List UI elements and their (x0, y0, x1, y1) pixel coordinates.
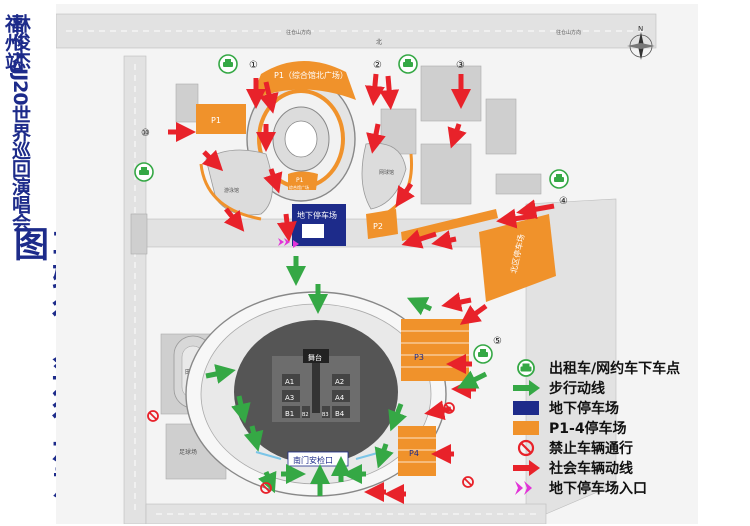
stage-label: 舞台 (308, 353, 322, 362)
legend-item-underground: 地下停车场 (509, 398, 739, 418)
taxi-icon (134, 162, 154, 182)
page-subtitle: 福州站 (2, 14, 24, 71)
map-legend: 出租车/网约车下车点 步行动线 地下停车场 P1-4停车场 (509, 358, 739, 498)
no-entry-icon (462, 476, 474, 488)
p1-west-label: P1 (211, 116, 221, 125)
p1-west-parking: P1 (196, 104, 246, 134)
road-label-top-right: 往仓山方向 (556, 29, 581, 36)
zone-b2: B2 (302, 412, 309, 418)
car-routes (168, 73, 555, 504)
entrance-chevrons (278, 238, 290, 246)
p3-parking: P3 (401, 319, 469, 381)
green-arrow-icon (513, 380, 540, 396)
legend-label-walk: 步行动线 (549, 381, 605, 397)
no-entry-signs (147, 402, 474, 494)
zone-b3: B3 (322, 412, 329, 418)
p2-label: P2 (373, 222, 383, 231)
route-number-2: ② (373, 60, 382, 71)
underground-entrance-marker (293, 240, 299, 248)
legend-item-noentry: 禁止车辆通行 (509, 438, 739, 458)
venue-tennis-label: 网球馆 (379, 169, 394, 176)
legend-item-parking: P1-4停车场 (509, 418, 739, 438)
east-parking: 北区停车场 (479, 214, 556, 302)
legend-label-car: 社会车辆动线 (549, 461, 633, 477)
blue-rect-icon (513, 401, 539, 415)
venue-map: 往仓山方向 往仓山方向 N 田径场 足球场 (56, 4, 698, 524)
zone-a2: A2 (335, 378, 344, 386)
legend-label-taxi: 出租车/网约车下车点 (549, 361, 681, 377)
legend-label-entrance: 地下停车场入口 (549, 481, 647, 497)
no-entry-icon (443, 402, 455, 414)
route-number-4: ④ (559, 196, 568, 207)
stage: 舞台 (303, 349, 329, 363)
p4-label: P4 (409, 449, 419, 458)
legend-item-entrance: 地下停车场入口 (509, 478, 739, 498)
road-label-top: 往仓山方向 (286, 29, 311, 36)
p4-parking: P4 (398, 426, 436, 476)
magenta-chevron-icon (515, 481, 532, 495)
north-label: N (638, 25, 643, 33)
venue-swim-label: 游泳馆 (224, 187, 239, 194)
road-markings (66, 30, 646, 515)
zone-a1: A1 (285, 378, 294, 386)
zone-a4: A4 (335, 394, 345, 402)
route-number-3: ③ (456, 60, 465, 71)
legend-label-noentry: 禁止车辆通行 (549, 441, 633, 457)
legend-item-car: 社会车辆动线 (509, 458, 739, 478)
route-number-5: ⑤ (493, 336, 502, 347)
taxi-icon (218, 54, 238, 74)
legend-item-taxi: 出租车/网约车下车点 (509, 358, 739, 378)
venue-football-label: 足球场 (179, 448, 197, 456)
p3-label: P3 (414, 353, 424, 362)
route-number-10: ⑩ (141, 128, 150, 139)
p1-north-label: P1（综合馆北广场） (274, 70, 348, 80)
legend-label-underground: 地下停车场 (549, 401, 619, 417)
underground-parking-label: 地下停车场 (297, 210, 337, 220)
zone-b1: B1 (285, 410, 294, 418)
walk-routes (205, 256, 488, 496)
no-entry-icon (147, 410, 159, 422)
no-entry-icon (260, 482, 272, 494)
road-north-label: 北 (376, 38, 382, 46)
taxi-points (134, 54, 569, 364)
p2-parking: P2 (366, 209, 498, 241)
p1-south-parking: P1 综合馆广场 (288, 171, 318, 190)
orange-rect-icon (513, 421, 539, 435)
taxi-icon (549, 169, 569, 189)
south-gate-label: 南门安检口 (293, 455, 333, 465)
zone-labels: A1 A2 A3 A4 B1 B4 B2 B3 (282, 374, 350, 418)
compass-icon: N (627, 25, 655, 60)
red-arrow-icon (513, 460, 540, 476)
route-number-1: ① (249, 60, 258, 71)
underground-parking: 地下停车场 (292, 204, 346, 248)
page-title: 林俊杰JJ20世界巡回演唱会 (9, 14, 31, 231)
route-numbers: ① ② ③ ④ ⑤ ⑩ (141, 60, 568, 347)
legend-item-walk: 步行动线 (509, 378, 739, 398)
p1-south-sub-label: 综合馆广场 (289, 184, 309, 190)
p1-north-parking: P1（综合馆北广场） (251, 60, 356, 100)
legend-label-parking: P1-4停车场 (549, 421, 627, 437)
taxi-icon (517, 359, 535, 377)
no-entry-icon (517, 439, 535, 457)
taxi-icon (473, 344, 493, 364)
zone-a3: A3 (285, 394, 294, 402)
taxi-icon (398, 54, 418, 74)
p1-south-label: P1 (296, 177, 304, 184)
zone-b4: B4 (335, 410, 345, 418)
